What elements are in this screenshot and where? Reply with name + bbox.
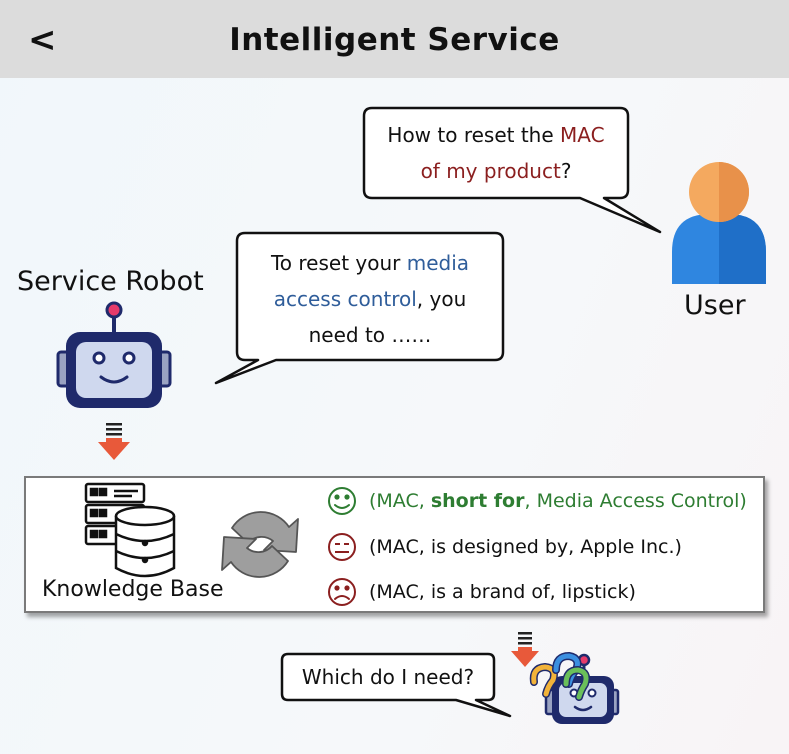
robot-answer-line2: access control, you [237, 281, 503, 317]
question-term-mac: MAC [560, 123, 605, 147]
confused-speech-bubble [280, 652, 512, 718]
triple-apple: (MAC, is designed by, Apple Inc.) [369, 536, 682, 558]
sync-icon [221, 511, 299, 578]
user-label: User [684, 290, 746, 321]
confused-robot-icon [544, 653, 620, 724]
answer-term-access-control: access control [273, 287, 417, 311]
answer-text: To reset your [270, 251, 407, 275]
service-robot-label: Service Robot [17, 266, 204, 297]
service-robot-icon [56, 301, 172, 408]
answer-term-media: media [406, 251, 470, 275]
triple-relation: short for [430, 490, 525, 512]
robot-answer-line3: need to …… [308, 323, 432, 347]
answer-text-2: , you [416, 287, 467, 311]
down-arrow-icon-2 [511, 632, 539, 667]
triple-correct: (MAC, short for, Media Access Control) [369, 488, 747, 514]
robot-answer-line1: To reset your media [237, 245, 503, 281]
user-speech-bubble [362, 106, 662, 234]
robot-speech-bubble [214, 231, 505, 385]
user-question-line2: of my product? [364, 153, 628, 189]
happy-face-icon [328, 487, 356, 515]
confused-question: Which do I need? [301, 665, 475, 689]
back-button[interactable]: < [28, 20, 57, 60]
question-mark: ? [560, 159, 572, 183]
user-avatar-icon [672, 162, 766, 284]
sad-face-icon [328, 578, 356, 606]
user-question-line1: How to reset the MAC [364, 117, 628, 153]
question-text: How to reset the [387, 123, 561, 147]
question-text-2: of my [420, 159, 484, 183]
page-title: Intelligent Service [229, 22, 560, 58]
triple-prefix: (MAC, [369, 490, 431, 512]
question-term-product: product [483, 159, 561, 183]
question-marks-icon [529, 651, 591, 701]
triple-suffix: , Media Access Control) [524, 490, 747, 512]
app-header: < Intelligent Service [0, 0, 789, 78]
database-server-icon [84, 482, 176, 578]
knowledge-base-label: Knowledge Base [42, 577, 224, 602]
neutral-face-icon [328, 533, 356, 561]
down-arrow-icon [98, 423, 130, 460]
triple-lipstick: (MAC, is a brand of, lipstick) [369, 581, 636, 603]
